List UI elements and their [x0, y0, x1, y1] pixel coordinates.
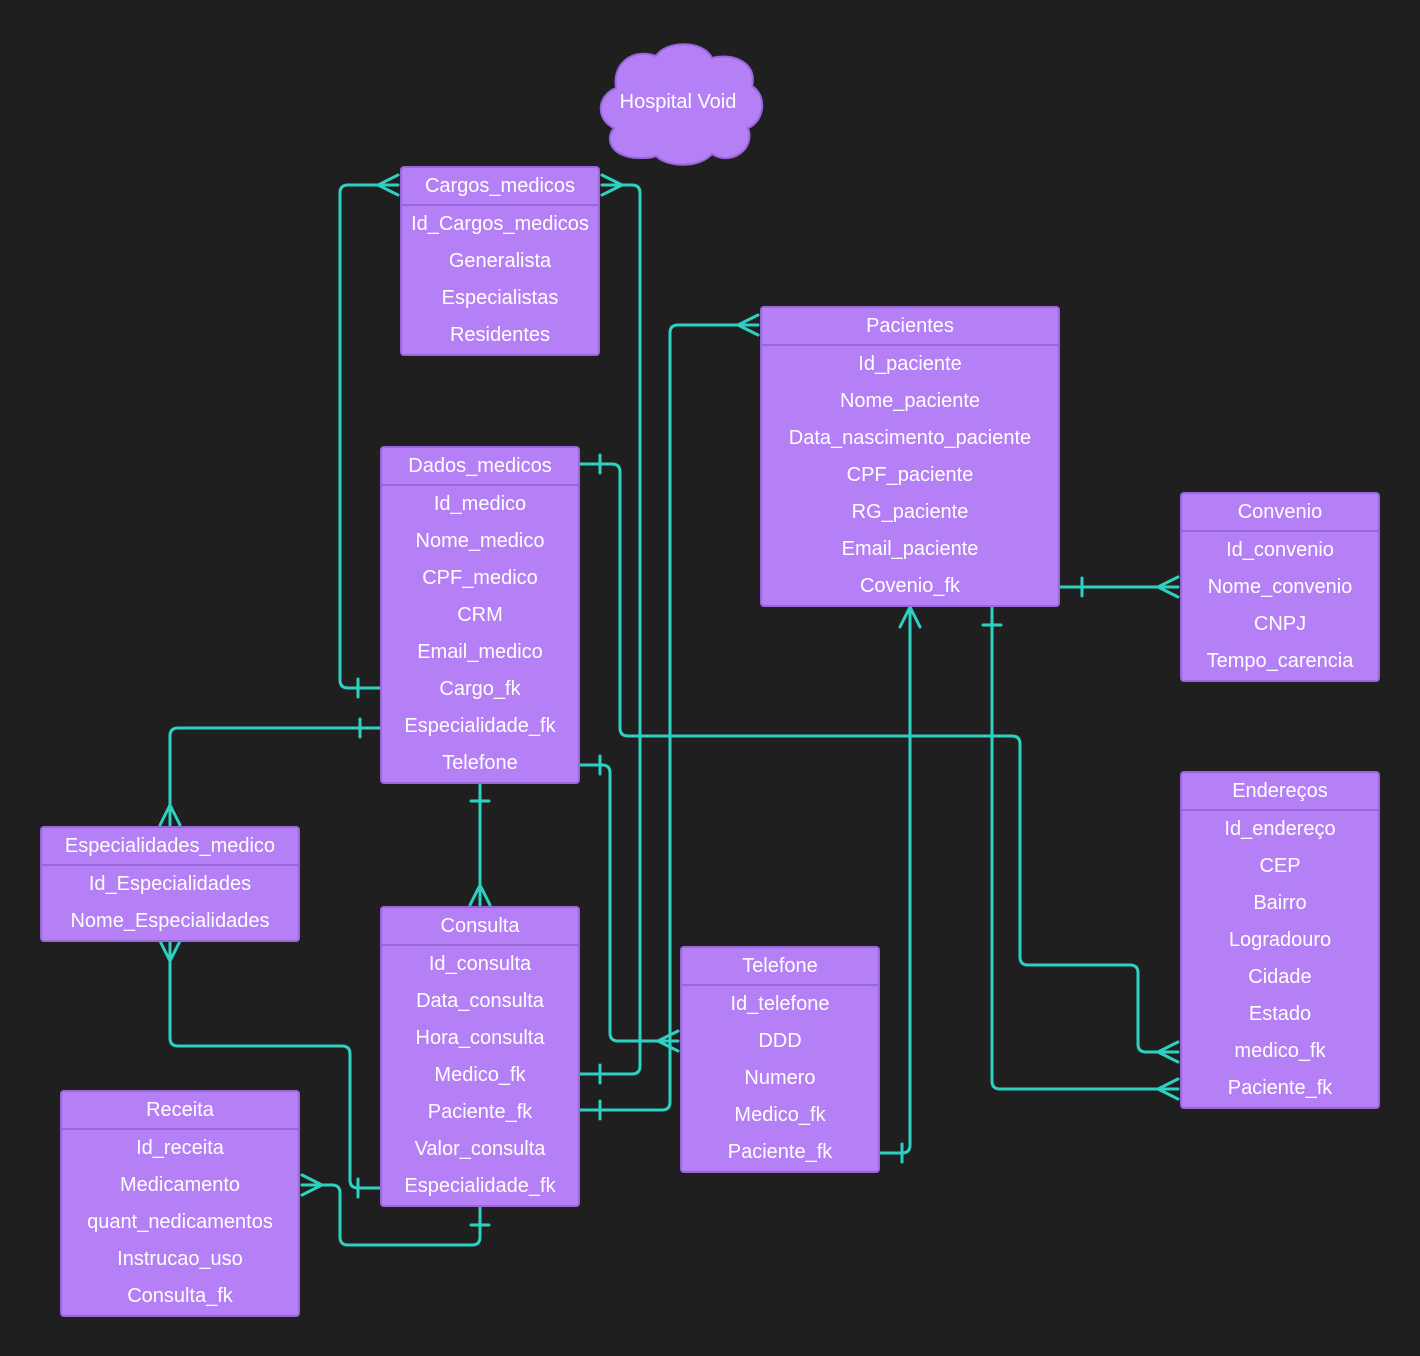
entity-field: Nome_Especialidades: [70, 910, 270, 932]
entity-field: CEP: [1259, 855, 1301, 877]
cloud-shape: [599, 43, 763, 166]
entity-field: Especialistas: [441, 287, 559, 309]
entity-field: Id_receita: [136, 1137, 224, 1159]
entity-field: Covenio_fk: [859, 575, 961, 597]
many-marker: [158, 803, 182, 827]
entity-title: Convenio: [1182, 494, 1378, 532]
entity-field: medico_fk: [1234, 1040, 1326, 1062]
entity-field: Cidade: [1248, 966, 1312, 988]
entity-field: Generalista: [448, 250, 552, 272]
entity-title: Dados_medicos: [382, 448, 578, 486]
entity-field: Nome_convenio: [1207, 576, 1353, 598]
entity-title: Cargos_medicos: [402, 168, 598, 206]
many-marker: [1156, 1040, 1180, 1064]
connector-paciente-telefone: [878, 603, 912, 1155]
entity-field: Medicamento: [119, 1174, 241, 1196]
many-marker: [468, 883, 492, 907]
entity-title: Especialidades_medico: [42, 828, 298, 866]
entity-field: Data_consulta: [416, 990, 544, 1012]
connector-consulta-especialidade: [168, 939, 382, 1190]
many-marker: [158, 939, 182, 963]
entity-title: Telefone: [682, 948, 878, 986]
entity-field: Email_medico: [417, 641, 543, 663]
connector-telefone-medico: [578, 763, 680, 1043]
entity-field: Paciente_fk: [1227, 1077, 1333, 1099]
many-marker: [736, 313, 760, 337]
entity-field: Paciente_fk: [727, 1141, 833, 1163]
entity-field: Id_telefone: [730, 993, 830, 1015]
entity-field: Nome_paciente: [839, 390, 981, 412]
entity-field: Id_convenio: [1226, 539, 1334, 561]
entity-field: Bairro: [1253, 892, 1307, 914]
entity-field: Hora_consulta: [415, 1027, 545, 1049]
connector-cargos-consulta: [578, 183, 642, 1076]
connector-consulta-paciente: [578, 323, 760, 1112]
entity-field: Telefone: [442, 752, 518, 774]
entity-field: Medico_fk: [434, 1064, 526, 1086]
diagram-title: Hospital Void: [619, 91, 737, 113]
entity-field: Data_nascimento_paciente: [788, 427, 1032, 449]
connector-especialidade: [168, 726, 382, 827]
entity-field: Consulta_fk: [127, 1285, 233, 1307]
entity-field: Tempo_carencia: [1206, 650, 1354, 672]
entity-field: RG_paciente: [851, 501, 969, 523]
entity-field: Residentes: [449, 324, 551, 346]
entity-field: Especialidade_fk: [404, 715, 556, 737]
entity-field: Email_paciente: [841, 538, 979, 560]
relationship-connectors: [158, 173, 1180, 1247]
entity-field: Id_paciente: [858, 353, 962, 375]
entity-field: CPF_medico: [422, 567, 538, 589]
entity-field: Id_endereço: [1224, 818, 1336, 840]
connector-consulta-receita: [300, 1183, 482, 1247]
entity-field: Nome_medico: [415, 530, 545, 552]
entity-field: Estado: [1248, 1003, 1312, 1025]
entity-field: Medico_fk: [734, 1104, 826, 1126]
many-marker: [300, 1173, 324, 1197]
entity-field: Cargo_fk: [439, 678, 521, 700]
connector-cargo: [338, 183, 400, 690]
connector-paciente-endereco: [990, 603, 1180, 1091]
entity-field: Numero: [744, 1067, 816, 1089]
many-marker: [898, 605, 922, 629]
many-marker: [600, 173, 624, 197]
many-marker: [1156, 1077, 1180, 1101]
entity-field: Instrucao_uso: [117, 1248, 243, 1270]
connector-medico-endereco: [578, 462, 1180, 1054]
entity-field: CNPJ: [1253, 613, 1307, 635]
entity-field: Logradouro: [1228, 929, 1332, 951]
entity-title: Consulta: [382, 908, 578, 946]
entity-field: CRM: [457, 604, 503, 626]
entity-title: Pacientes: [762, 308, 1058, 346]
entity-field: Id_medico: [433, 493, 527, 515]
entity-field: Especialidade_fk: [404, 1175, 556, 1197]
entity-field: CPF_paciente: [846, 464, 974, 486]
entity-title: Receita: [62, 1092, 298, 1130]
entity-field: Id_consulta: [428, 953, 532, 975]
many-marker: [376, 173, 400, 197]
many-marker: [1156, 575, 1180, 599]
entity-field: Id_Cargos_medicos: [411, 213, 589, 235]
entity-field: Paciente_fk: [427, 1101, 533, 1123]
entity-title: Endereços: [1182, 773, 1378, 811]
entity-field: DDD: [758, 1030, 802, 1052]
entity-field: quant_nedicamentos: [87, 1211, 273, 1233]
entity-field: Valor_consulta: [414, 1138, 546, 1160]
entity-field: Id_Especialidades: [88, 873, 252, 895]
